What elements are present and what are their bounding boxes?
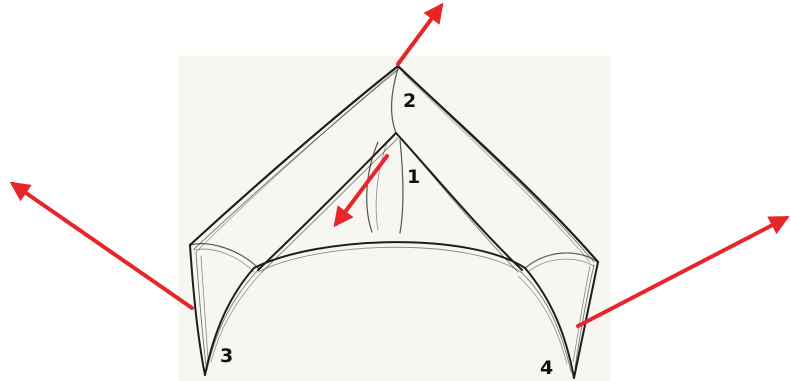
paper-background bbox=[178, 56, 610, 381]
membrane-outer-edges bbox=[188, 64, 600, 264]
arrow-from-1 bbox=[333, 154, 389, 228]
label-corner-4: 4 bbox=[540, 357, 553, 379]
label-corner-3: 3 bbox=[220, 345, 233, 367]
label-corner-2: 2 bbox=[403, 90, 416, 112]
inner-fold bbox=[257, 67, 523, 273]
force-arrows bbox=[9, 2, 790, 328]
arrow-from-4 bbox=[576, 216, 790, 328]
left-outer-edge bbox=[188, 64, 400, 247]
left-leg bbox=[189, 243, 263, 376]
arrow-from-3 bbox=[9, 181, 194, 310]
label-corner-1: 1 bbox=[407, 166, 420, 188]
bottom-arc bbox=[253, 241, 526, 273]
right-outer-edge bbox=[396, 64, 600, 264]
right-leg bbox=[517, 252, 599, 379]
arrow-up-from-2 bbox=[396, 2, 444, 66]
